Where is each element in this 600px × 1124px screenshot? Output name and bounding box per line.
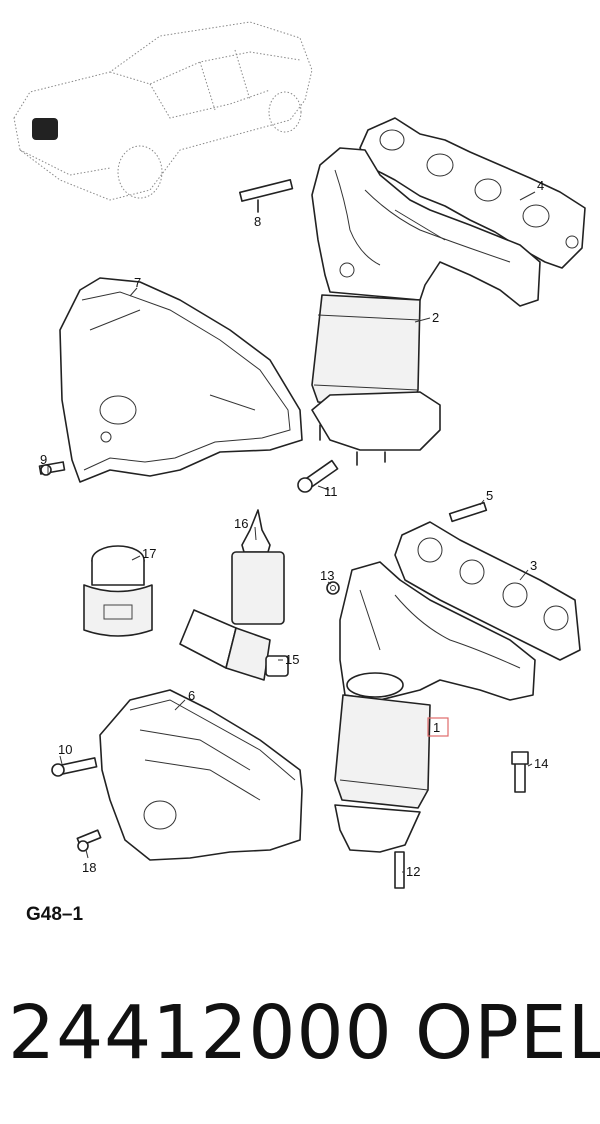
leader-lines (47, 191, 536, 873)
paste-tin-17 (83, 545, 153, 637)
callout-9[interactable]: 9 (40, 452, 47, 467)
engine-bay-marker (32, 118, 58, 140)
callout-1[interactable]: 1 (433, 720, 440, 735)
callout-10[interactable]: 10 (58, 742, 72, 757)
sealant-bottle-16 (231, 509, 285, 625)
callout-7[interactable]: 7 (134, 275, 141, 290)
callout-labels: 1 2 3 4 5 6 7 8 9 10 11 12 13 14 15 16 1… (40, 178, 548, 879)
callout-17[interactable]: 17 (142, 546, 156, 561)
exploded-parts-diagram: 1 2 3 4 5 6 7 8 9 10 11 12 13 14 15 16 1… (13, 21, 586, 889)
lower-heat-shield (99, 689, 303, 861)
bolt-18 (76, 829, 102, 852)
stud-12 (394, 851, 405, 889)
upper-manifold-gasket (359, 117, 586, 269)
brand-name: OPEL (415, 990, 600, 1076)
callout-6[interactable]: 6 (188, 688, 195, 703)
callout-14[interactable]: 14 (534, 756, 548, 771)
callout-11[interactable]: 11 (324, 484, 338, 499)
lower-manifold-gasket (394, 521, 581, 661)
lower-manifold-catalytic-converter (334, 561, 536, 853)
callout-18[interactable]: 18 (82, 860, 96, 875)
callout-2[interactable]: 2 (432, 310, 439, 325)
car-thumbnail (13, 21, 313, 201)
stud-5 (448, 501, 488, 523)
bolt-10 (51, 757, 98, 777)
bolt-14 (511, 751, 529, 793)
diagram-code: G48–1 (26, 904, 84, 925)
callout-15[interactable]: 15 (285, 652, 299, 667)
callout-8[interactable]: 8 (254, 214, 261, 229)
callout-3[interactable]: 3 (530, 558, 537, 573)
bolt-11 (297, 459, 339, 493)
nut-13 (326, 581, 340, 595)
callout-12[interactable]: 12 (406, 864, 420, 879)
callout-4[interactable]: 4 (537, 178, 544, 193)
callout-5[interactable]: 5 (486, 488, 493, 503)
stud-8 (239, 179, 294, 213)
callout-13[interactable]: 13 (320, 568, 334, 583)
upper-manifold-catalytic-converter (311, 147, 541, 466)
callout-1-highlight (427, 717, 449, 737)
callout-16[interactable]: 16 (234, 516, 248, 531)
sealant-tube-15 (179, 609, 289, 681)
part-number: 24412000 (8, 990, 393, 1076)
upper-heat-shield (59, 277, 303, 483)
